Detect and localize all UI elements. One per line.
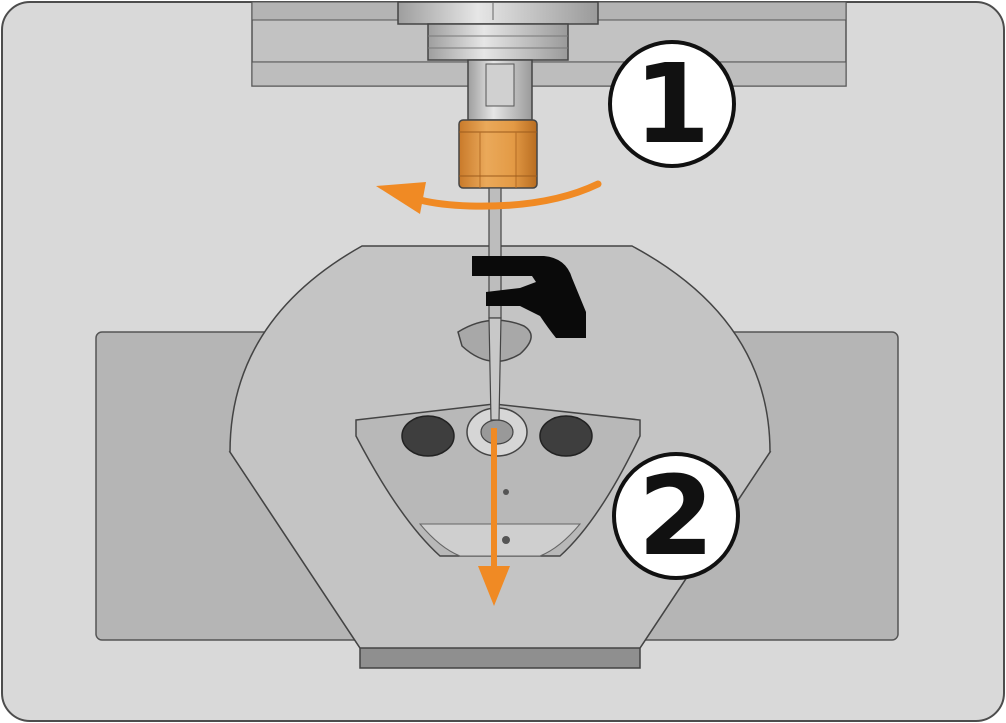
rotate-counterclockwise-arrow-icon [376,180,602,214]
spindle [397,1,599,121]
mounting-hole-right [539,415,593,457]
step-1-number: 1 [634,40,711,168]
hand-grip-icon [472,256,586,338]
pull-down-arrow-icon [478,428,510,606]
cutting-tool [488,187,502,421]
step-1-badge: 1 [608,40,736,168]
mounting-hole-left [401,415,455,457]
collet-nut [458,119,538,189]
step-2-badge: 2 [612,452,740,580]
step-2-number: 2 [638,452,715,580]
